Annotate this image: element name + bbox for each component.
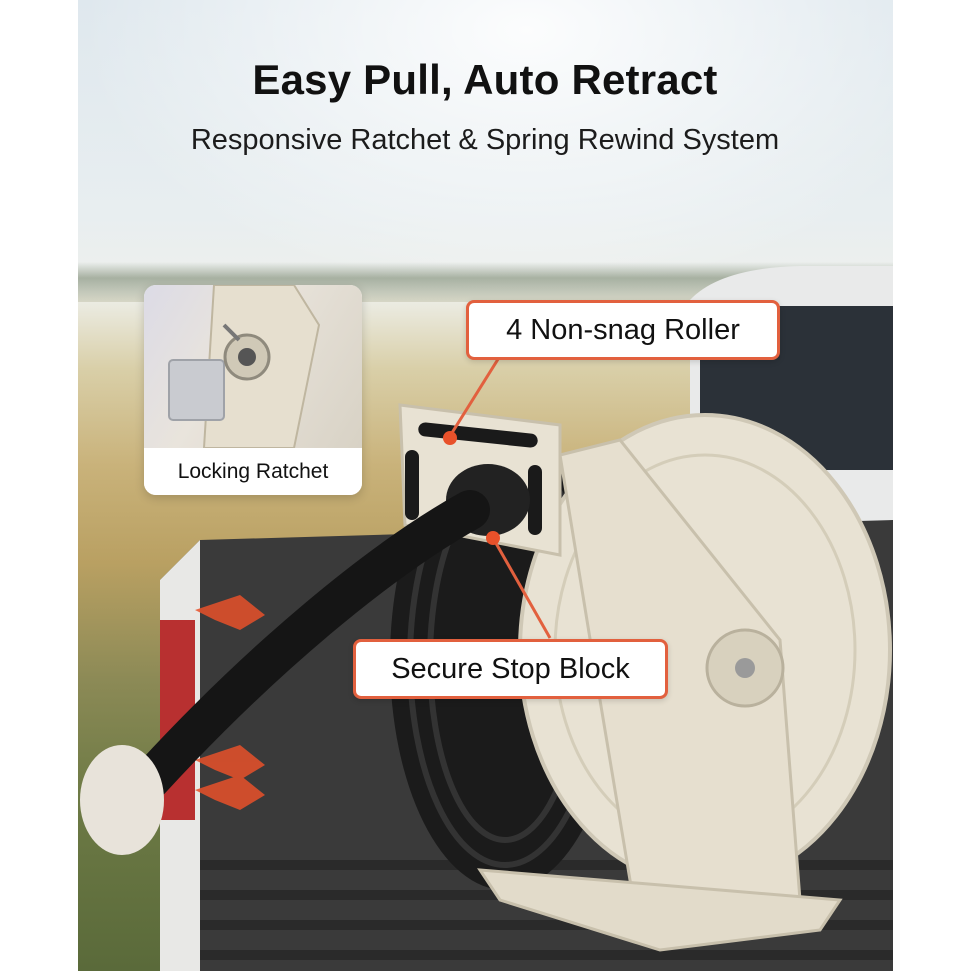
pull-arrow-icon [195,595,265,810]
pulled-hose [130,490,490,800]
gloved-hand [80,745,164,855]
non-snag-roller-left [405,450,419,520]
headline: Easy Pull, Auto Retract [252,56,718,103]
hub-bolt [735,658,755,678]
sky [78,0,893,300]
stop-marker-dot [486,531,500,545]
reel-base [477,868,843,952]
roller-marker-dot [443,431,457,445]
callout-secure-stop-block: Secure Stop Block [353,639,668,699]
non-snag-roller-right [528,465,542,535]
locking-ratchet-inset: Locking Ratchet [144,285,362,495]
ratchet-detail-photo [144,285,362,449]
stop-leader-line [491,537,552,639]
subheadline: Responsive Ratchet & Spring Rewind Syste… [190,124,780,156]
non-snag-roller-top [418,422,538,448]
roller-leader-line [448,355,502,437]
callout-non-snag-roller: 4 Non-snag Roller [466,300,780,360]
inset-caption: Locking Ratchet [144,448,362,495]
